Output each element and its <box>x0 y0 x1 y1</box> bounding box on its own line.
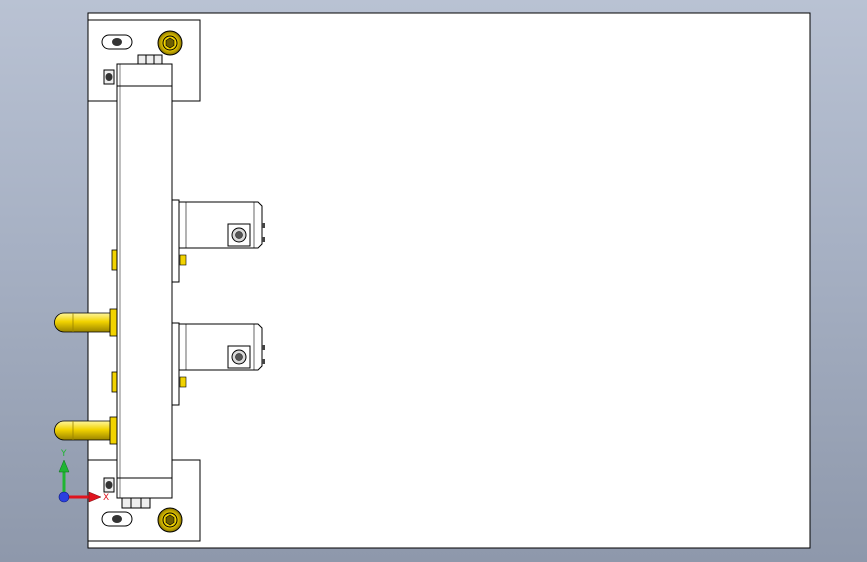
dowel-pin-icon[interactable] <box>54 416 119 445</box>
clamp-block-upper[interactable] <box>171 199 265 283</box>
base-plate[interactable] <box>87 12 811 549</box>
triad-x-label: X <box>103 493 109 503</box>
triad-z-axis-icon <box>58 491 70 503</box>
clamp-block-lower[interactable] <box>171 322 265 406</box>
slotted-hole-icon <box>101 34 133 50</box>
triad-x-arrow-icon <box>88 491 102 503</box>
socket-head-screw-icon <box>103 477 115 493</box>
triad-y-label: Y <box>60 449 67 459</box>
reference-triad[interactable]: Y X <box>58 449 109 503</box>
socket-head-screw-icon <box>103 69 115 85</box>
socket-head-screw-icon <box>157 30 183 56</box>
triad-y-arrow-icon <box>58 459 70 473</box>
socket-head-screw-icon <box>227 223 251 247</box>
slotted-hole-icon <box>101 511 133 527</box>
main-fixture-bar[interactable] <box>116 63 173 499</box>
socket-head-screw-icon <box>157 507 183 533</box>
top-clamp-bracket[interactable] <box>87 19 201 102</box>
dowel-pin-icon[interactable] <box>54 308 119 337</box>
socket-head-screw-icon <box>227 345 251 369</box>
